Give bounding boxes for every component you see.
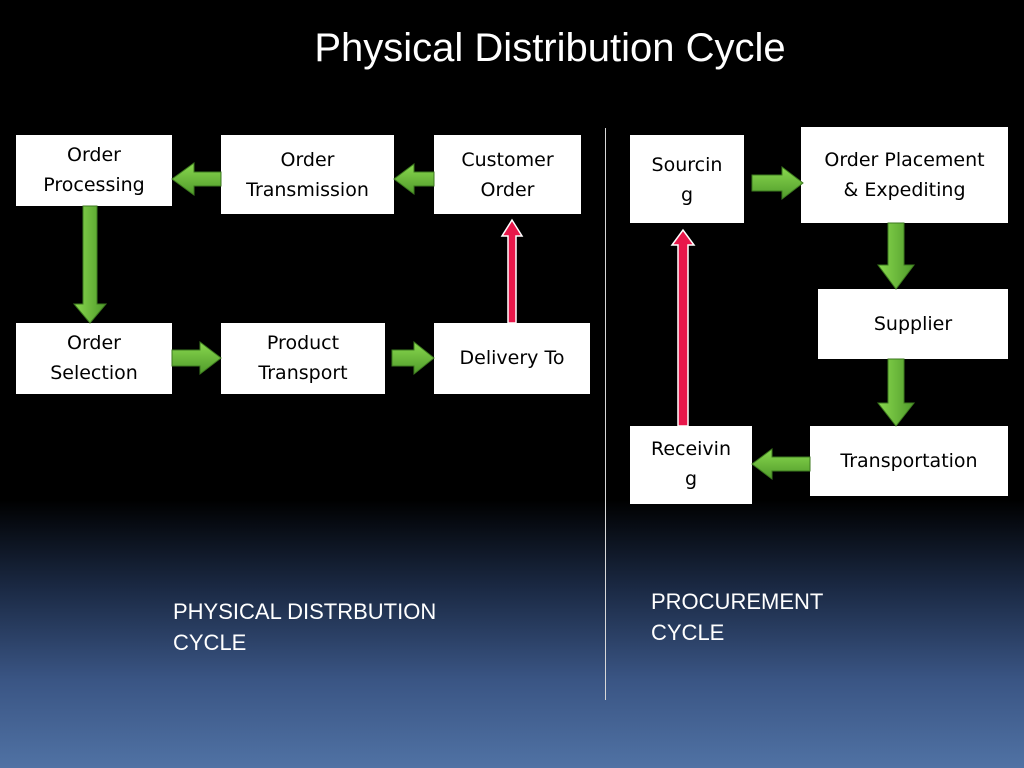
node-label: & Expediting: [843, 179, 966, 201]
node-order-transmission: Order Transmission: [221, 135, 394, 214]
node-label: Order: [67, 332, 121, 354]
arrow-down-icon: [876, 358, 916, 427]
node-label: Order: [480, 179, 535, 201]
node-transportation: Transportation: [810, 426, 1008, 496]
page-title: Physical Distribution Cycle: [314, 26, 786, 70]
arrow-down-icon: [877, 222, 915, 290]
node-customer-order: Customer Order: [434, 135, 581, 214]
arrow-up-icon: [500, 218, 524, 324]
node-order-selection: Order Selection: [16, 323, 172, 394]
arrow-right-icon: [391, 340, 435, 376]
arrow-left-icon: [751, 448, 811, 480]
caption-line: CYCLE: [173, 630, 247, 655]
node-label: Transmission: [246, 179, 369, 201]
node-order-placement: Order Placement & Expediting: [801, 127, 1008, 223]
node-label: Receivin: [650, 438, 732, 460]
node-label: Selection: [50, 362, 138, 384]
node-label: Customer: [461, 149, 554, 171]
arrow-right-icon: [751, 165, 804, 201]
caption-line: PROCUREMENT: [651, 589, 824, 614]
procurement-cycle-caption: PROCUREMENT CYCLE: [651, 586, 823, 648]
arrow-left-icon: [171, 162, 222, 196]
section-divider: [605, 128, 606, 700]
node-label: g: [684, 468, 698, 490]
node-label: Order: [67, 144, 121, 166]
arrow-left-icon: [393, 163, 435, 195]
node-label: Order Placement: [824, 149, 985, 171]
arrow-up-icon: [670, 228, 696, 427]
node-product-transport: Product Transport: [221, 323, 385, 394]
caption-line: CYCLE: [651, 620, 725, 645]
arrow-down-icon: [72, 205, 108, 324]
node-order-processing: Order Processing: [16, 135, 172, 206]
node-label: Product: [266, 332, 340, 354]
node-label: Supplier: [873, 313, 953, 335]
node-label: Processing: [43, 174, 145, 196]
node-label: Transport: [258, 362, 348, 384]
node-label: Transportation: [840, 450, 978, 472]
node-supplier: Supplier: [818, 289, 1008, 359]
node-receiving: Receivin g: [630, 426, 752, 504]
node-label: Delivery To: [459, 347, 565, 369]
node-delivery-to: Delivery To: [434, 323, 590, 394]
arrow-right-icon: [171, 340, 222, 376]
node-label: Sourcin: [651, 154, 723, 176]
node-label: Order: [280, 149, 335, 171]
node-sourcing: Sourcin g: [630, 135, 744, 223]
node-label: g: [680, 184, 694, 206]
physical-cycle-caption: PHYSICAL DISTRBUTION CYCLE: [173, 596, 436, 658]
caption-line: PHYSICAL DISTRBUTION: [173, 599, 437, 624]
